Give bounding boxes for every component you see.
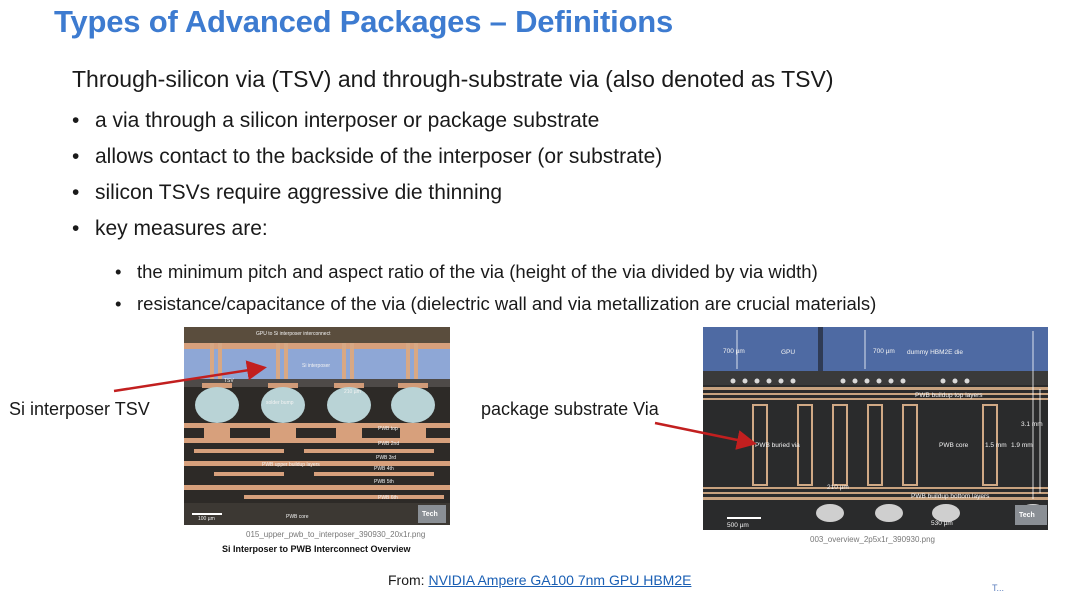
pwb-layer-label: PWB top [378,426,398,432]
hbm-thickness: 700 µm [873,348,895,355]
si-interposer-text: Si interposer [302,363,330,369]
bullet-list: a via through a silicon interposer or pa… [72,103,662,247]
buildup-top-text: PWB buildup top layers [915,392,983,399]
bullet-item: key measures are: [72,211,662,247]
package-substrate-via-label: package substrate Via [481,399,659,419]
package-substrate-micrograph: 700 µm GPU 700 µm dummy HBM2E die PWB bu… [703,327,1048,530]
pwb-layer-label: PWB 6th [378,495,398,501]
core-thickness: 1.5 mm [985,442,1007,449]
si-interposer-micrograph: GPU to Si interposer interconnect Si int… [184,327,450,525]
gpu-interposer-label: GPU to Si interposer interconnect [256,331,331,337]
sub-bullet-list: the minimum pitch and aspect ratio of th… [115,256,876,320]
arrow-to-buried-via [654,421,757,450]
techinsights-logo [418,505,446,523]
outer-thickness: 3.1 mm [1021,421,1043,428]
bullet-item: silicon TSVs require aggressive die thin… [72,175,662,211]
ball-pitch-text: 530 µm [931,520,953,527]
si-interposer-cross-section: GPU to Si interposer interconnect Si int… [184,327,450,525]
si-interposer-tsv-label: Si interposer TSV [9,399,150,419]
left-file-caption: 015_upper_pwb_to_interposer_390930_20x1r… [246,530,426,539]
pwb-upper-buildup-text: PWB upper buildup layers [262,462,320,468]
pwb-layer-label: PWB 3rd [376,455,396,461]
buildup-bottom-text: PWB buildup bottom layers [911,493,990,500]
gpu-text: GPU [781,349,795,356]
sub-bullet-item: the minimum pitch and aspect ratio of th… [115,256,876,288]
scale-bar [192,513,222,515]
pwb-layer-label: PWB 5th [374,479,394,485]
slide-subtitle: Through-silicon via (TSV) and through-su… [72,66,834,92]
page-marker: T... [992,583,1005,593]
bullet-item: a via through a silicon interposer or pa… [72,103,662,139]
bullet-item: allows contact to the backside of the in… [72,139,662,175]
dummy-hbm-text: dummy HBM2E die [907,349,963,356]
package-substrate-cross-section: 700 µm GPU 700 µm dummy HBM2E die PWB bu… [703,327,1048,530]
buried-via-text: PWB buried via [755,442,800,449]
source-link[interactable]: NVIDIA Ampere GA100 7nm GPU HBM2E [428,572,692,588]
via-pitch-text: 210 µm [827,484,849,491]
source-footer: From: NVIDIA Ampere GA100 7nm GPU HBM2E [388,572,691,588]
techinsights-logo [1015,505,1047,525]
scale-bar [727,517,761,519]
total-thickness: 1.9 mm [1011,442,1033,449]
pitch-text: 210 µm [344,389,361,395]
solder-bump-text: solder bump [266,400,294,406]
pwb-layer-label: PWB 4th [374,466,394,472]
right-file-caption: 003_overview_2p5x1r_390930.png [810,535,935,544]
pwb-core-text: PWB core [939,442,969,449]
left-bold-caption: Si Interposer to PWB Interconnect Overvi… [222,544,411,554]
logo-text: Tech [1019,512,1035,519]
scale-bar-text: 100 µm [198,516,215,522]
pwb-layer-label: PWB 2nd [378,441,399,447]
gpu-thickness: 700 µm [723,348,745,355]
pwb-core-text: PWB core [286,514,309,520]
tsv-text: TSV [224,378,234,384]
logo-text: Tech [422,511,438,518]
footer-prefix: From: [388,572,429,588]
arrow-to-tsv [113,360,267,393]
sub-bullet-item: resistance/capacitance of the via (diele… [115,288,876,320]
scale-bar-text: 500 µm [727,522,749,529]
slide-title: Types of Advanced Packages – Definitions [54,4,674,39]
